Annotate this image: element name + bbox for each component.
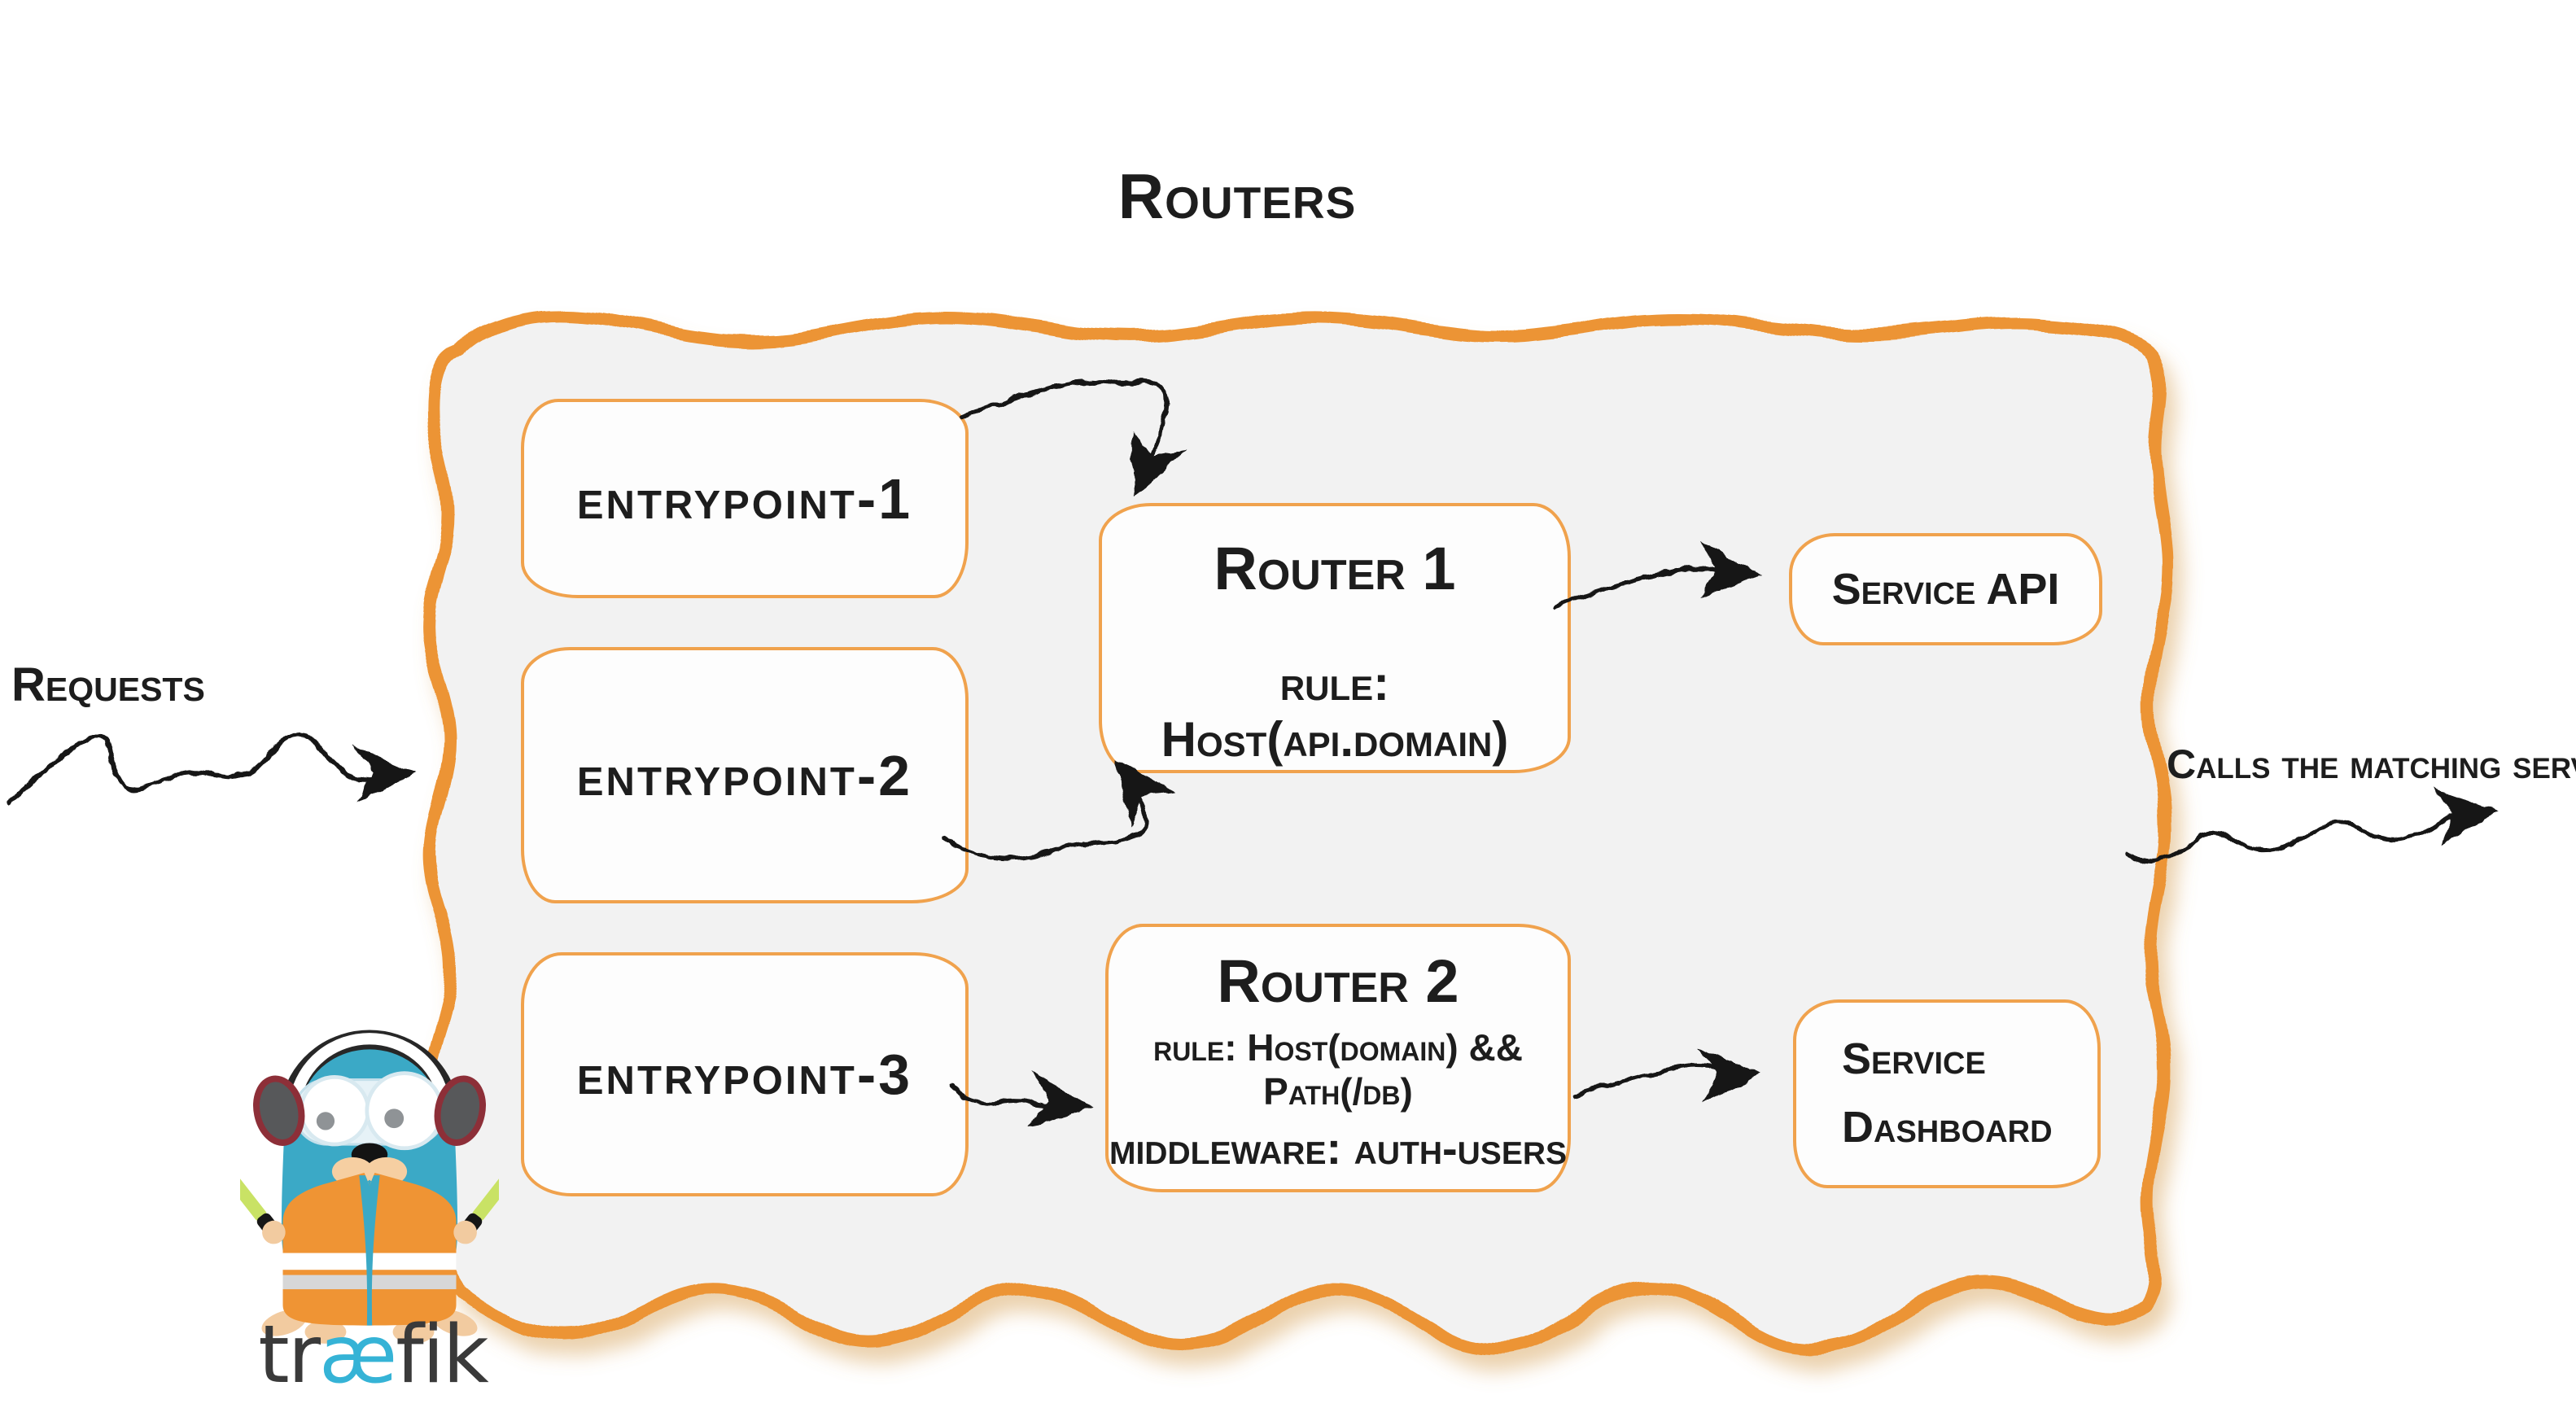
entrypoint-2-box: entrypoint-2 (521, 647, 969, 903)
router-1-box: Router 1 rule: Host(api.domain) (1099, 503, 1571, 773)
entrypoint-1-box: entrypoint-1 (521, 399, 969, 598)
router-1-rule: rule: Host(api.domain) (1161, 656, 1509, 767)
service-dashboard-box: Service Dashboard (1793, 999, 2101, 1188)
entrypoint-3-label: entrypoint-3 (576, 1043, 913, 1106)
gopher-right-baton (453, 1170, 499, 1244)
entrypoint-1-label: entrypoint-1 (576, 466, 913, 531)
wordmark-ae: æ (319, 1309, 397, 1401)
service-dashboard-label-line2: Dashboard (1842, 1103, 2053, 1152)
router-2-box: Router 2 rule: Host(domain) && Path(/db)… (1105, 924, 1571, 1192)
entrypoint-3-box: entrypoint-3 (521, 952, 969, 1196)
service-api-box: Service API (1789, 533, 2102, 645)
gopher-left-baton (240, 1170, 286, 1244)
router-1-title: Router 1 (1214, 535, 1456, 602)
calls-label: Calls the matching server (2167, 741, 2576, 787)
gopher-ear-cups (253, 1075, 486, 1146)
wordmark-post: fik (396, 1309, 488, 1401)
router-2-middleware: middleware: auth-users (1109, 1122, 1568, 1174)
requests-label: Requests (11, 658, 205, 711)
router-2-title: Router 2 (1217, 947, 1459, 1015)
gopher-headphone-band (290, 1033, 449, 1104)
entrypoint-2-label: entrypoint-2 (576, 743, 913, 807)
service-dashboard-label-line1: Service (1842, 1034, 1986, 1084)
service-api-label: Service API (1831, 565, 2060, 614)
router-2-rule: rule: Host(domain) && Path(/db) (1153, 1026, 1523, 1113)
traefik-gopher-mascot (240, 1030, 499, 1344)
traefik-wordmark: træfik (226, 1309, 519, 1401)
wordmark-pre: tr (258, 1309, 321, 1401)
diagram-title: Routers (1117, 160, 1357, 232)
gopher-eyes (299, 1071, 444, 1151)
gopher-vest-gap (359, 1175, 380, 1326)
